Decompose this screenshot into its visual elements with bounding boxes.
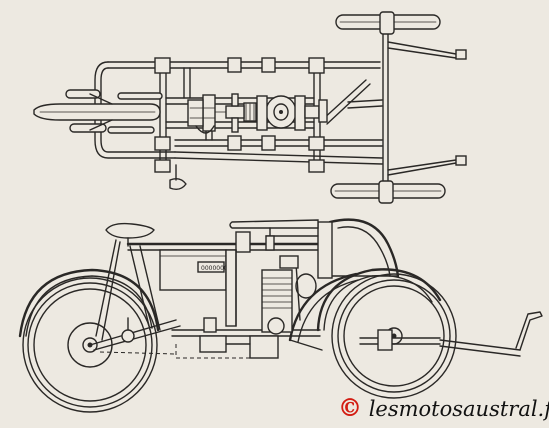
plan-frame: [94, 57, 383, 191]
side-engine: [121, 235, 317, 359]
side-tank: 0000000: [159, 249, 237, 327]
plan-view: [33, 11, 467, 204]
plan-engine: [187, 93, 328, 134]
side-front-wheel: [288, 268, 543, 399]
engine-plate-text: 0000000: [201, 265, 228, 272]
side-view: 0000000: [18, 218, 543, 413]
copyright-icon: ©: [338, 393, 362, 422]
side-saddle: [105, 219, 319, 247]
plan-front-axle: [330, 11, 467, 204]
watermark-text: lesmotosaustral.fr: [368, 397, 549, 421]
watermark: © lesmotosaustral.fr: [338, 393, 549, 423]
plan-rear: [33, 89, 163, 134]
side-rear-wheel: [18, 268, 160, 413]
